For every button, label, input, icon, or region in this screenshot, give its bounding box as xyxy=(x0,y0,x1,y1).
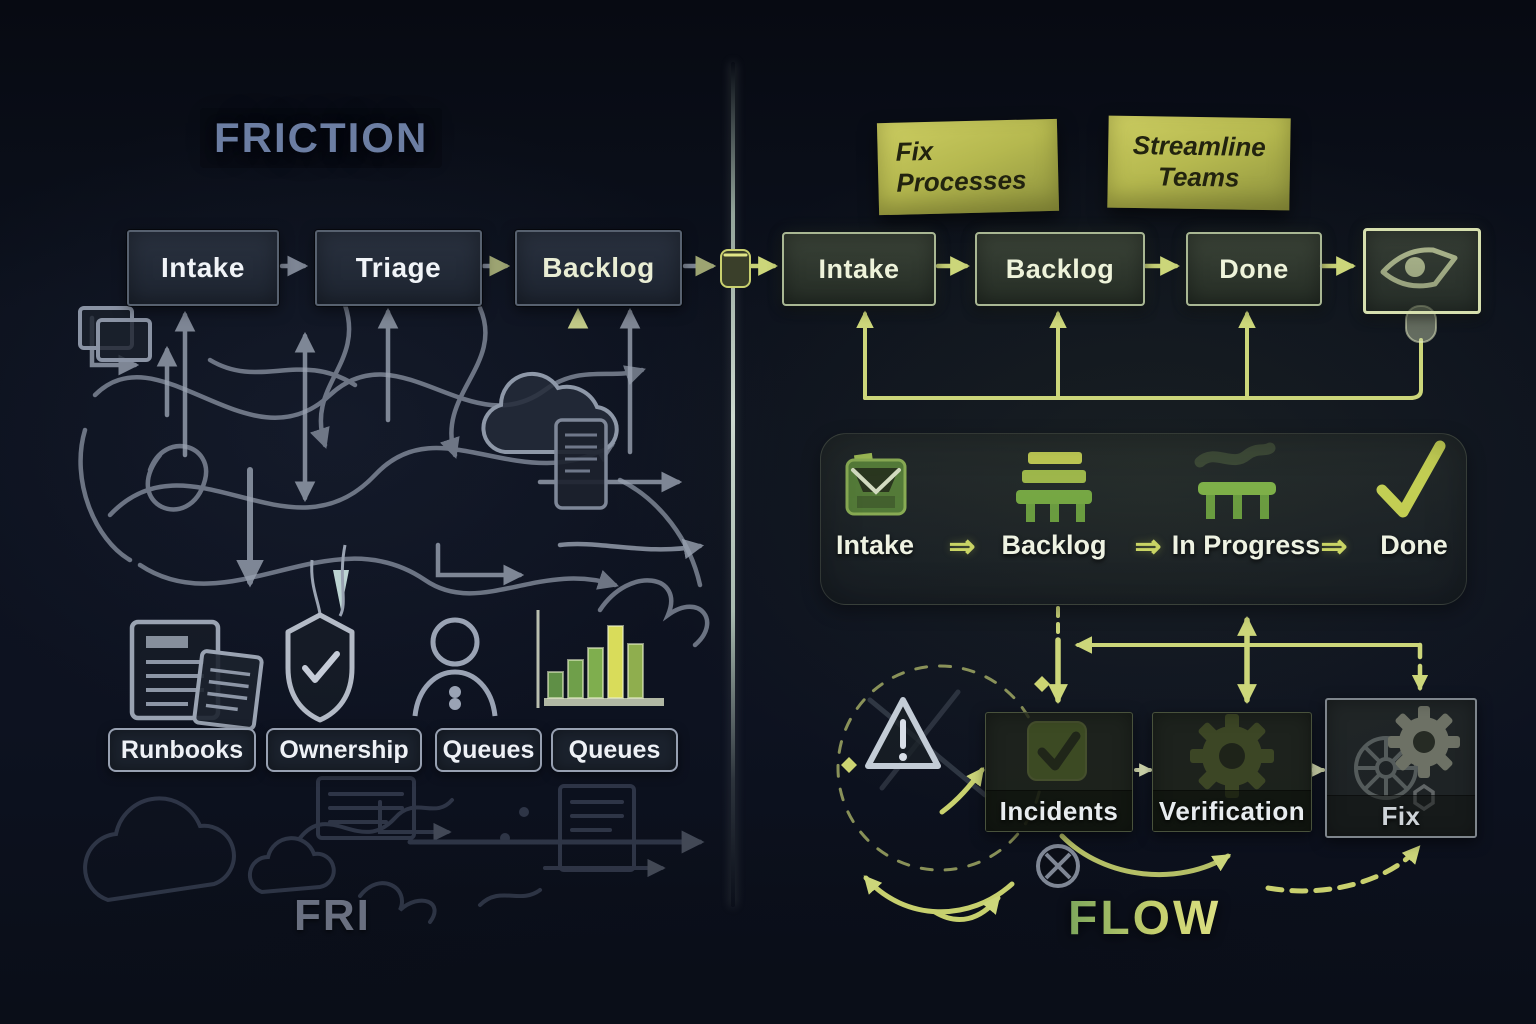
feedback-bus xyxy=(856,310,1423,400)
stage-label-backlog: Backlog xyxy=(1001,530,1107,560)
clipboard-icon xyxy=(78,306,152,362)
loop-box-fix: Fix xyxy=(1325,698,1477,838)
fix-icon-zone xyxy=(1327,700,1475,795)
fri-watermark: FRI xyxy=(294,891,371,940)
inbox-icon xyxy=(845,452,907,516)
chip-label: Runbooks xyxy=(120,735,244,764)
chip-label: Queues xyxy=(442,735,535,764)
right-flow-box-intake: Intake xyxy=(782,232,936,306)
loop-box-verification: Verification xyxy=(1152,712,1312,832)
sticky-note-fix-processes: Fix Processes xyxy=(876,118,1060,216)
stage-arrow-icon: ⇒ xyxy=(1134,528,1162,564)
chip-queues-1: Queues xyxy=(435,728,542,772)
loop-box-label: Incidents xyxy=(986,790,1132,831)
documents-icon xyxy=(129,619,264,731)
left-flow-box-intake: Intake xyxy=(127,230,279,306)
stack-icon xyxy=(1016,452,1092,522)
divider-line xyxy=(731,62,735,907)
check-icon xyxy=(1376,440,1446,518)
chip-label: Ownership xyxy=(279,735,409,764)
person-icon xyxy=(412,617,498,717)
loop-box-label: Fix xyxy=(1327,795,1475,836)
box-label: Intake xyxy=(818,253,900,284)
stage-label-done: Done xyxy=(1380,530,1448,560)
friction-title: FRICTION xyxy=(200,108,443,168)
flow-title: FLOW xyxy=(1068,892,1222,945)
stage-label-intake: Intake xyxy=(835,530,915,560)
box-label: Done xyxy=(1219,253,1289,284)
stage-strip-panel xyxy=(820,433,1467,605)
sticky-note-text: Fix Processes xyxy=(895,135,1027,198)
box-label: Backlog xyxy=(542,252,655,283)
sticky-note-streamline-teams: Streamline Teams xyxy=(1107,115,1291,211)
stage-arrow-icon: ⇒ xyxy=(1320,528,1348,564)
box-label: Backlog xyxy=(1005,253,1115,284)
loop-box-label: Verification xyxy=(1153,790,1311,831)
chip-label: Queues xyxy=(568,735,661,764)
shield-check-icon xyxy=(285,544,355,723)
right-flow-box-backlog: Backlog xyxy=(975,232,1145,306)
stage-arrow-icon: ⇒ xyxy=(948,528,976,564)
verification-icon-zone xyxy=(1153,713,1311,790)
chip-ownership: Ownership xyxy=(266,728,422,772)
bottom-doodles xyxy=(83,776,705,924)
review-eye-box xyxy=(1363,228,1481,314)
incidents-icon-zone xyxy=(986,713,1132,790)
bench-icon xyxy=(1194,442,1276,519)
connector-arrows xyxy=(1048,606,1429,777)
stage-label-in-progress: In Progress xyxy=(1171,530,1321,560)
sticky-note-text: Streamline Teams xyxy=(1132,129,1266,193)
right-flow-box-done: Done xyxy=(1186,232,1322,306)
left-flow-box-backlog: Backlog xyxy=(515,230,682,306)
left-flow-box-triage: Triage xyxy=(315,230,482,306)
bar-chart-icon xyxy=(536,610,664,708)
warning-icon xyxy=(865,697,941,769)
server-doc-icon xyxy=(554,418,608,510)
loop-box-incidents: Incidents xyxy=(985,712,1133,832)
circle-x-icon xyxy=(1036,844,1080,888)
chip-queues-2: Queues xyxy=(551,728,678,772)
box-label: Triage xyxy=(355,252,442,283)
chip-runbooks: Runbooks xyxy=(108,728,256,772)
box-label: Intake xyxy=(161,252,245,283)
funnel-icon xyxy=(333,570,349,610)
